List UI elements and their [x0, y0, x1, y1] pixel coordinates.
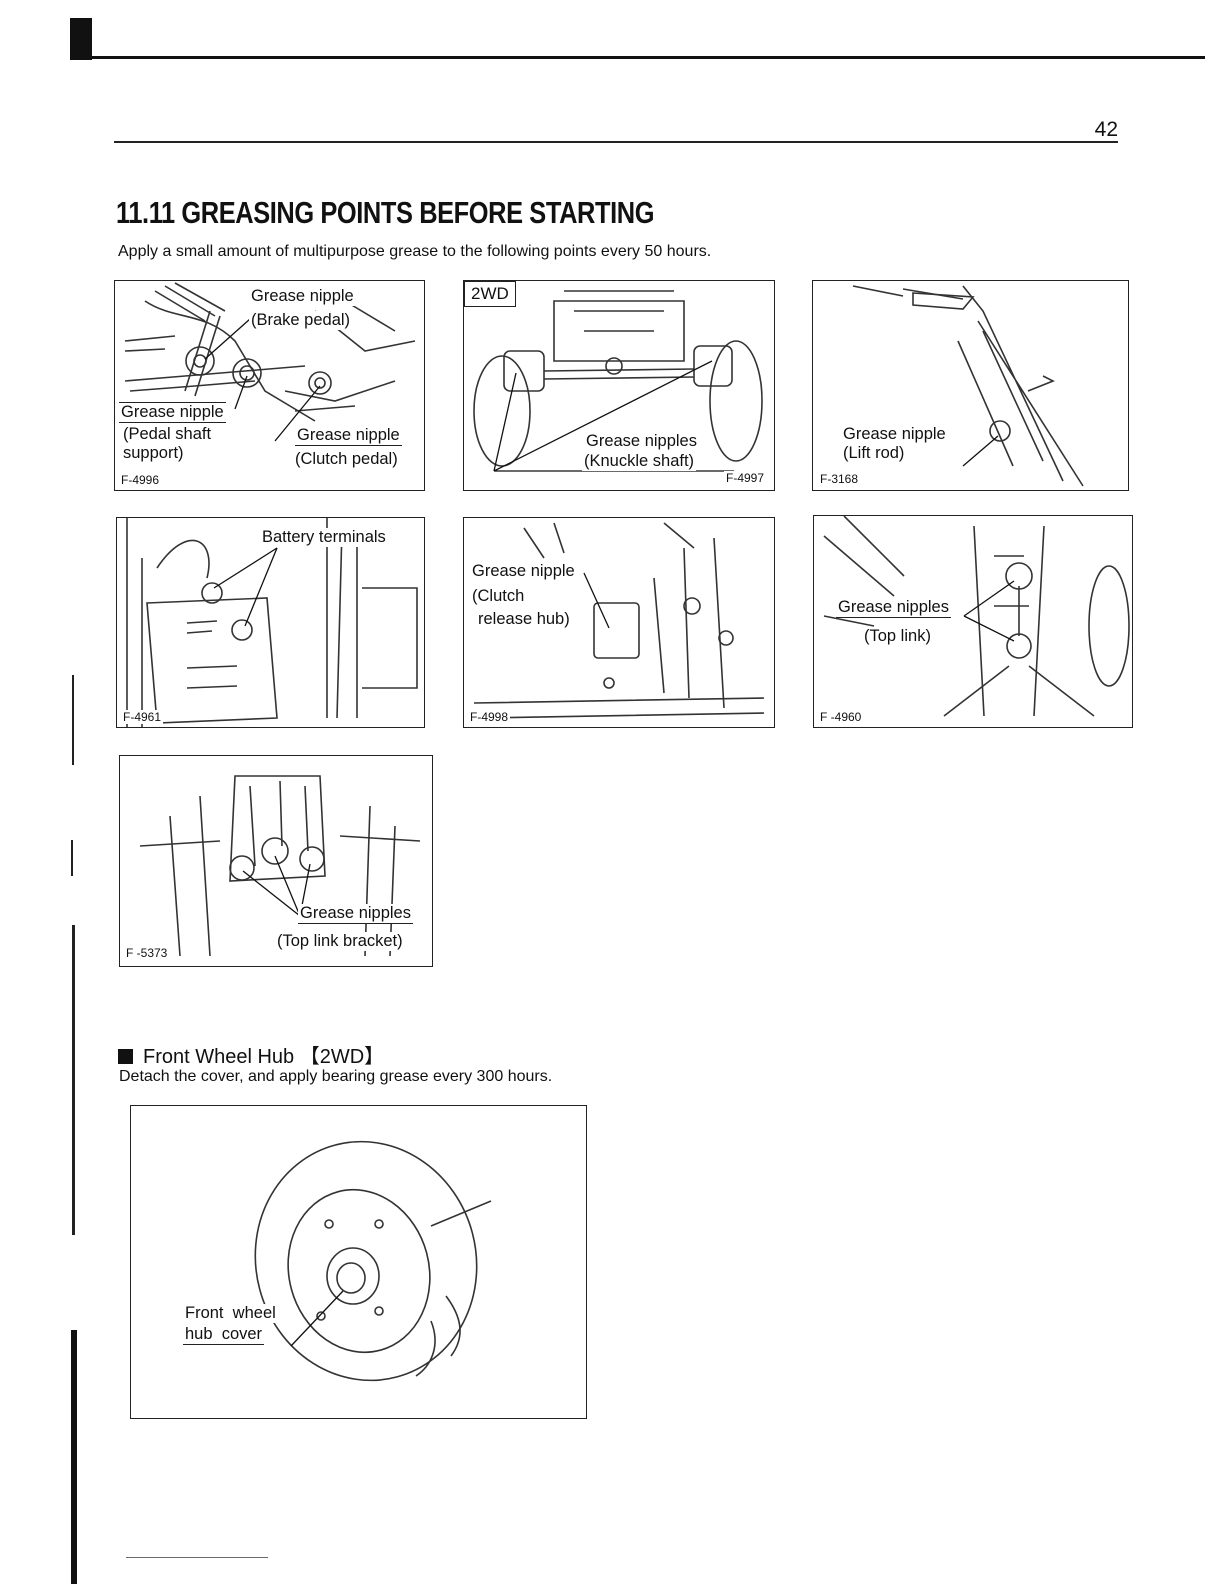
- label-hub-cover: hub cover: [183, 1325, 265, 1345]
- label-pedal-shaft: (Pedal shaft: [121, 425, 214, 444]
- figure-top-link-bracket: Grease nipples (Top link bracket) F -537…: [119, 755, 433, 967]
- page-title: 11.11 GREASING POINTS BEFORE STARTING: [116, 195, 655, 230]
- label-battery-terminals: Battery terminals: [260, 528, 388, 547]
- figure-code: F -5373: [124, 946, 170, 960]
- label-grease-nipple: Grease nipple: [841, 425, 948, 444]
- page-number: 42: [1094, 118, 1118, 141]
- header-bar: [70, 18, 1205, 60]
- header-divider: [114, 141, 1118, 143]
- figure-knuckle-shaft: 2WD Grease nipples (Knuckle shaft) F-499…: [463, 280, 775, 491]
- label-grease-nipple: Grease nipple: [470, 562, 577, 581]
- figure-clutch-release-hub: Grease nipple (Clutch release hub) F-499…: [463, 517, 775, 728]
- figure-top-link: Grease nipples (Top link) F -4960: [813, 515, 1133, 728]
- label-grease-nipple: Grease nipple: [295, 426, 402, 446]
- figure-code: F-4998: [468, 710, 511, 724]
- footer-line: [126, 1557, 268, 1558]
- label-grease-nipple: Grease nipple: [249, 287, 356, 306]
- binding-mark: [72, 925, 75, 1235]
- binding-mark: [72, 675, 74, 765]
- label-support: support): [121, 444, 186, 463]
- figure-code: F-3168: [818, 472, 861, 486]
- header-rule: [70, 56, 1205, 59]
- figure-battery-terminals: Battery terminals F-4961: [116, 517, 425, 728]
- label-brake-pedal: (Brake pedal): [249, 311, 353, 330]
- label-top-link-bracket: (Top link bracket): [275, 932, 405, 951]
- header-block: [70, 18, 92, 60]
- label-release-hub: release hub): [476, 610, 572, 629]
- figure-drawing: [852, 285, 1084, 487]
- figure-code: F-4961: [121, 710, 164, 724]
- figure-drawing: [126, 518, 418, 727]
- binding-mark: [71, 840, 73, 876]
- label-knuckle-shaft: (Knuckle shaft): [582, 452, 697, 471]
- figure-front-wheel-hub: Front wheel hub cover: [130, 1105, 587, 1419]
- label-top-link: (Top link): [862, 627, 933, 646]
- figure-drawing: [473, 522, 765, 719]
- figure-lift-rod: Grease nipple (Lift rod) F-3168: [812, 280, 1129, 491]
- label-grease-nipples: Grease nipples: [836, 598, 951, 618]
- figure-drawing: [823, 516, 1130, 717]
- section-heading-text: Front Wheel Hub 【2WD】: [143, 1046, 385, 1068]
- figure-drawing: [254, 1140, 492, 1382]
- label-grease-nipples: Grease nipples: [584, 432, 699, 451]
- figure-code: F-4997: [724, 471, 767, 485]
- label-clutch: (Clutch: [470, 587, 527, 606]
- bullet-square-icon: [118, 1049, 133, 1064]
- section-description: Detach the cover, and apply bearing grea…: [119, 1068, 553, 1085]
- figure-drawing: [139, 775, 421, 957]
- label-lift-rod: (Lift rod): [841, 444, 907, 463]
- label-front-wheel: Front wheel: [183, 1304, 278, 1323]
- binding-mark: [71, 1330, 77, 1584]
- label-grease-nipple: Grease nipple: [119, 402, 226, 423]
- label-clutch-pedal: (Clutch pedal): [293, 450, 400, 469]
- section-heading: Front Wheel Hub 【2WD】: [118, 1040, 384, 1069]
- figure-code: F -4960: [818, 710, 864, 724]
- intro-text: Apply a small amount of multipurpose gre…: [118, 243, 712, 260]
- label-grease-nipples: Grease nipples: [298, 904, 413, 924]
- figure-code: F-4996: [119, 473, 162, 487]
- figure-drawing: [473, 290, 763, 472]
- figure-brake-clutch-pedal: Grease nipple (Brake pedal) Grease nippl…: [114, 280, 425, 491]
- figure-drawing: [124, 282, 416, 442]
- tag-2wd: 2WD: [464, 281, 516, 307]
